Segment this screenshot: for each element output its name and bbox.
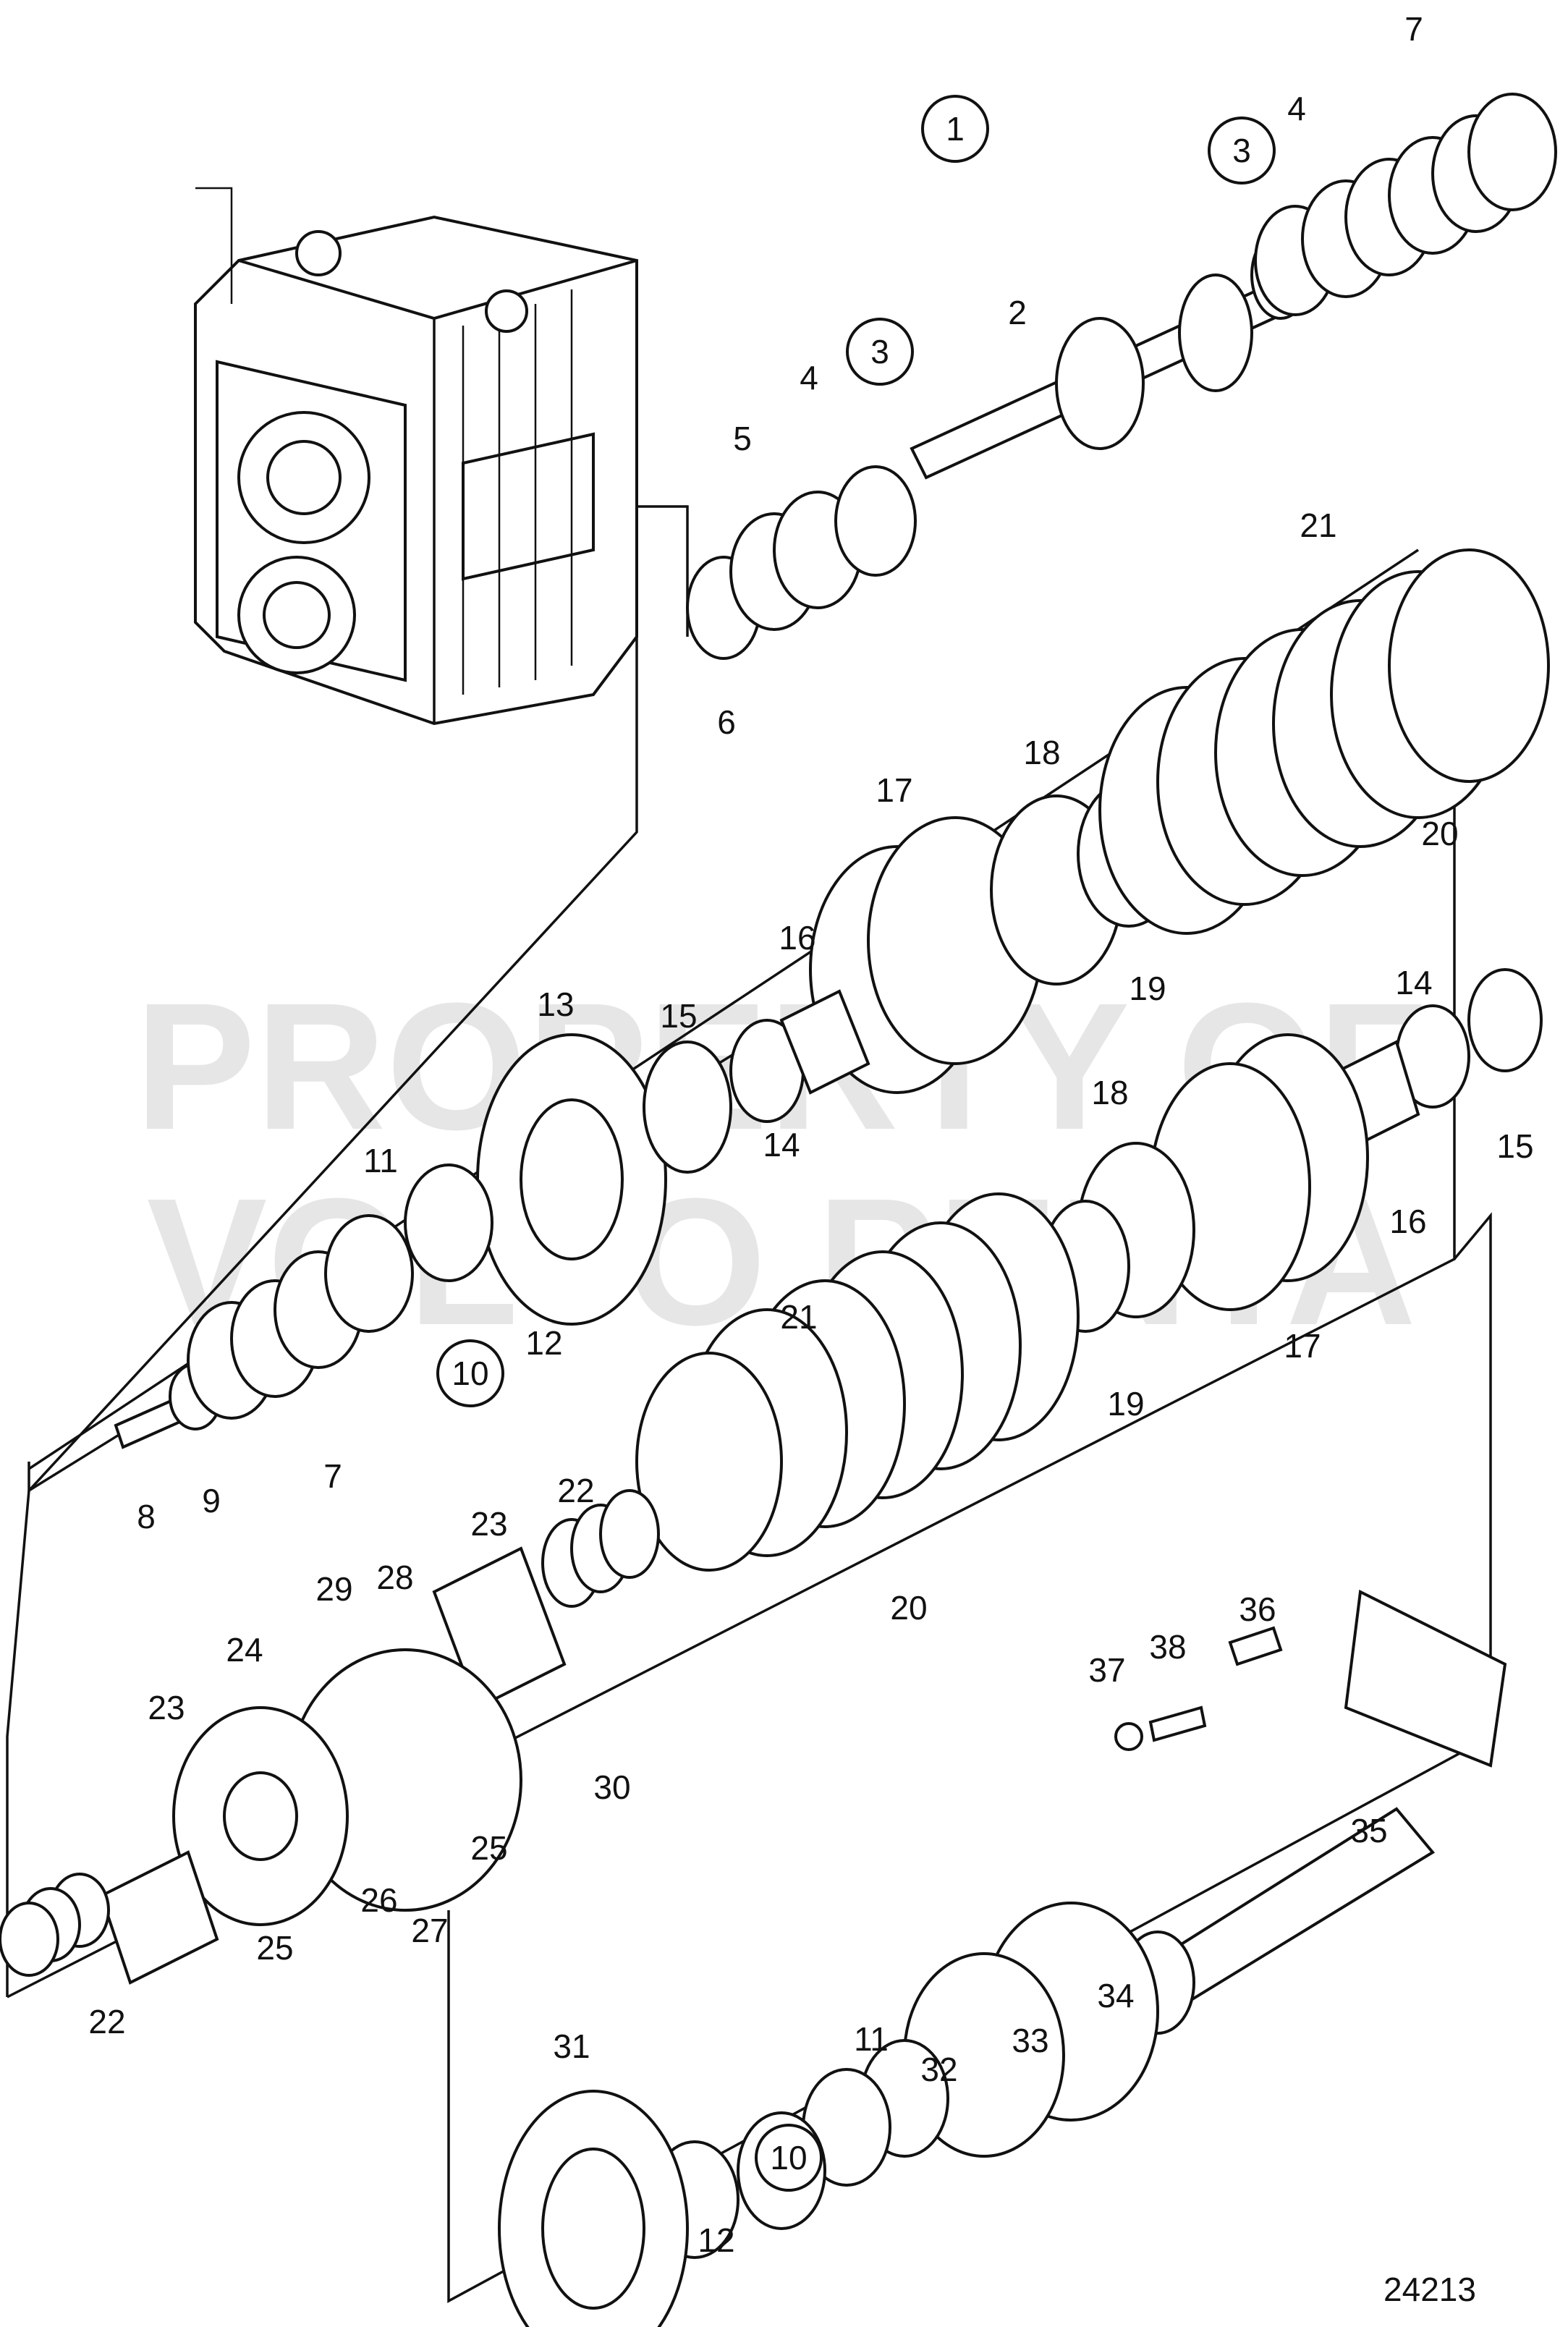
label-17-lower: 17 — [1284, 1327, 1321, 1365]
label-35: 35 — [1350, 1812, 1387, 1849]
label-32: 32 — [920, 2051, 957, 2088]
label-21-top: 21 — [1300, 506, 1336, 544]
lower-clutch-pack — [635, 968, 1543, 1572]
lower-left-stack — [114, 1164, 493, 1449]
label-16-mid: 16 — [779, 919, 815, 957]
bearing-stack-top-left — [686, 465, 917, 660]
label-30: 30 — [593, 1768, 630, 1806]
label-23-mid: 23 — [470, 1505, 507, 1543]
label-20-top: 20 — [1421, 815, 1458, 852]
label-7-left: 7 — [323, 1457, 342, 1495]
label-6: 6 — [717, 703, 736, 741]
label-5: 5 — [733, 420, 752, 457]
label-26: 26 — [360, 1881, 397, 1919]
label-37: 37 — [1088, 1651, 1125, 1689]
label-12-bottom: 12 — [698, 2221, 734, 2259]
label-28: 28 — [376, 1559, 413, 1596]
label-19-lower: 19 — [1107, 1385, 1144, 1423]
callout-10-mid: 10 — [436, 1339, 504, 1407]
callout-1-text: 1 — [946, 110, 965, 148]
output-shaft-group — [498, 1589, 1507, 2327]
input-shaft — [910, 230, 1311, 480]
label-38: 38 — [1149, 1628, 1186, 1666]
callout-10-bottom: 10 — [755, 2124, 823, 2192]
middle-shaft-parts — [476, 989, 870, 1326]
upper-clutch-pack — [809, 548, 1550, 1094]
label-15-mid: 15 — [660, 997, 697, 1035]
label-15-right: 15 — [1496, 1127, 1533, 1165]
label-31: 31 — [553, 2027, 590, 2065]
callout-3-top: 3 — [1208, 116, 1276, 185]
callout-3-mid-text: 3 — [870, 333, 889, 370]
label-7-top: 7 — [1404, 10, 1423, 48]
label-18-top: 18 — [1023, 734, 1060, 771]
label-16-right: 16 — [1389, 1203, 1426, 1240]
label-33: 33 — [1012, 2022, 1048, 2059]
bearing-stack-top-right — [1254, 93, 1557, 316]
label-22-mid: 22 — [557, 1472, 594, 1509]
label-4-mid: 4 — [800, 359, 818, 397]
label-22-left: 22 — [88, 2003, 125, 2040]
label-13: 13 — [537, 986, 574, 1023]
label-18-lower: 18 — [1091, 1074, 1128, 1111]
label-34: 34 — [1097, 1977, 1134, 2014]
label-14-right: 14 — [1395, 964, 1432, 1001]
callout-10-bottom-text: 10 — [770, 2139, 807, 2176]
callout-1: 1 — [921, 95, 989, 163]
label-2: 2 — [1008, 294, 1027, 331]
callout-3-top-text: 3 — [1232, 132, 1251, 169]
callout-10-mid-text: 10 — [452, 1355, 488, 1392]
label-25-right: 25 — [470, 1829, 507, 1867]
label-11-mid: 11 — [363, 1142, 398, 1179]
gearbox-housing — [194, 187, 638, 726]
label-21-lower: 21 — [780, 1298, 817, 1336]
label-27: 27 — [411, 1912, 448, 1949]
label-4-top: 4 — [1287, 90, 1306, 127]
label-24: 24 — [226, 1631, 263, 1669]
label-17-top: 17 — [876, 771, 912, 809]
label-12-mid: 12 — [525, 1324, 562, 1362]
label-36: 36 — [1239, 1590, 1276, 1628]
label-20-lower: 20 — [890, 1589, 927, 1627]
label-14-mid: 14 — [763, 1126, 800, 1164]
figure-number: 24213 — [1383, 2271, 1476, 2308]
piston-carrier-group — [0, 1489, 660, 1985]
label-19-top: 19 — [1129, 970, 1166, 1007]
callout-3-mid: 3 — [846, 318, 914, 386]
label-23-left: 23 — [148, 1689, 185, 1726]
part-labels: 2 4 4 5 6 7 7 8 9 11 11 12 12 13 14 14 1… — [88, 10, 1533, 2259]
label-29: 29 — [315, 1570, 352, 1608]
label-8: 8 — [137, 1498, 156, 1535]
label-25-left: 25 — [256, 1929, 293, 1967]
label-9: 9 — [202, 1482, 221, 1519]
label-11-bottom: 11 — [854, 2020, 889, 2058]
